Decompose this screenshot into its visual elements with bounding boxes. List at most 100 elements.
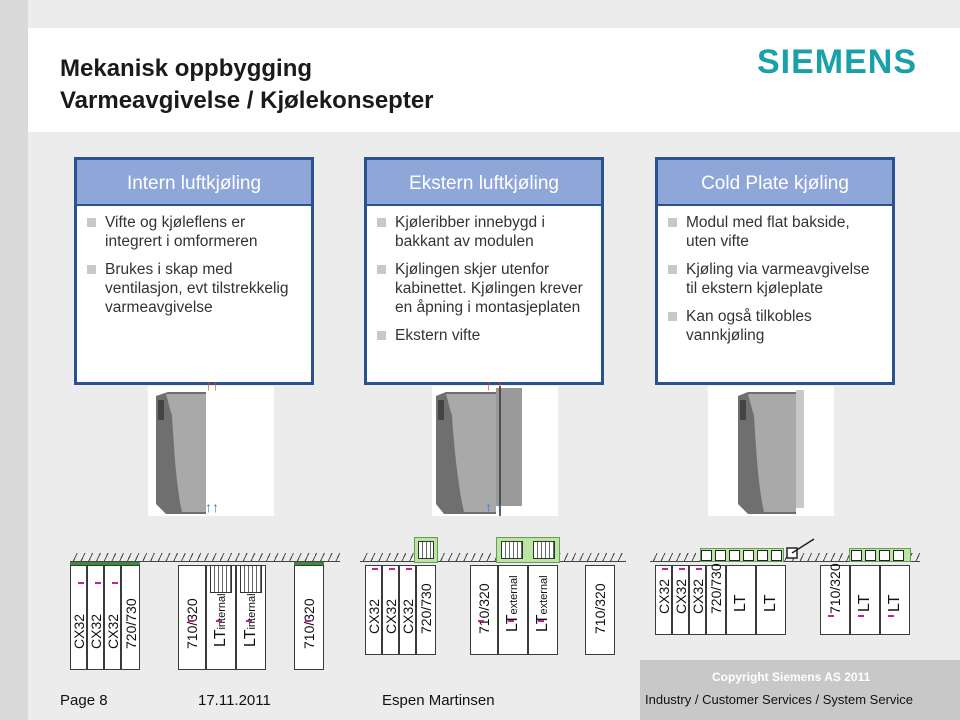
- module-720: 720/730: [121, 565, 140, 670]
- coupling-icon: [729, 550, 740, 561]
- valve-icon: [786, 538, 815, 559]
- bullet: Modul med flat bakside, uten vifte: [668, 213, 884, 251]
- module-label: CX32: [399, 598, 416, 634]
- module-label: LT: [886, 594, 903, 612]
- module-710: 710/320: [470, 565, 498, 655]
- left-sidebar: [0, 0, 28, 720]
- module-label: 710/320: [301, 598, 317, 649]
- module-label: LT: [762, 594, 779, 612]
- coupling-icon: [879, 550, 890, 561]
- connector-pin: [478, 620, 484, 622]
- page-number: Page 8: [60, 692, 108, 709]
- lt-sub: external: [538, 575, 550, 615]
- module-lt-external: LTexternal: [498, 565, 528, 655]
- heatsink-icon: [501, 541, 523, 559]
- module-label: 710/320: [476, 583, 492, 634]
- cooling-bar: [70, 562, 140, 565]
- module-710b: 710/320: [585, 565, 615, 655]
- connector-pin: [679, 568, 685, 570]
- lt-text: LT: [242, 629, 259, 647]
- module-photo-intern: [148, 386, 274, 516]
- module-720: 720/730: [416, 565, 436, 655]
- lt-text: LT: [504, 614, 521, 632]
- module-label: LT: [856, 594, 873, 612]
- connector-pin: [305, 620, 311, 622]
- mounting-plate: [360, 553, 626, 562]
- connector-pin: [538, 620, 544, 622]
- module-photo-coldplate: [708, 386, 834, 516]
- module-label: CX32: [672, 578, 689, 614]
- module-710b: 710/320: [294, 565, 324, 670]
- lt-text: LT: [534, 614, 551, 632]
- connector-pin: [696, 568, 702, 570]
- connector-pin: [508, 620, 514, 622]
- bullet: Vifte og kjøleflens er integrert i omfor…: [87, 213, 303, 251]
- module-cx32: CX32: [365, 565, 382, 655]
- coupling-icon: [865, 550, 876, 561]
- connector-pin: [406, 568, 412, 570]
- connector-pin: [78, 582, 84, 584]
- module-label: CX32: [365, 598, 382, 634]
- siemens-logo: SIEMENS: [757, 43, 918, 81]
- cooling-bar: [294, 562, 324, 565]
- connector-pin: [828, 615, 834, 617]
- coupling-icon: [743, 550, 754, 561]
- date: 17.11.2011: [198, 692, 271, 709]
- module-label: LT: [732, 594, 749, 612]
- lt-sub: internal: [246, 593, 258, 630]
- division: Industry / Customer Services / System Se…: [645, 692, 914, 707]
- author: Espen Martinsen: [382, 692, 495, 709]
- panel-title: Intern luftkjøling: [77, 160, 311, 206]
- panel-title: Ekstern luftkjøling: [367, 160, 601, 206]
- bullet: Kjøling via varmeavgivelse til ekstern k…: [668, 260, 884, 298]
- mounting-plate: [70, 553, 340, 562]
- module-lt: LT: [850, 565, 880, 635]
- module-label: 720/730: [708, 563, 724, 614]
- module-label: 710/320: [827, 563, 843, 614]
- module-label: LTexternal: [534, 575, 552, 632]
- panel-coldplate: Cold Plate kjøling Modul med flat baksid…: [655, 157, 895, 385]
- panel-intern: Intern luftkjøling Vifte og kjøleflens e…: [74, 157, 314, 385]
- heatsink-icon: [418, 541, 434, 559]
- module-drawing: [436, 386, 522, 516]
- module-label: CX32: [689, 578, 706, 614]
- module-cx32: CX32: [655, 565, 672, 635]
- module-cx32: CX32: [87, 565, 104, 670]
- module-lt: LT: [880, 565, 910, 635]
- connector-pin: [216, 620, 222, 622]
- lt-sub: internal: [216, 593, 228, 630]
- connector-pin: [95, 582, 101, 584]
- coupling-icon: [701, 550, 712, 561]
- heatsink-icon: [240, 565, 262, 593]
- module-cx32: CX32: [399, 565, 416, 655]
- mounting-plate: [650, 553, 920, 562]
- bullet: Ekstern vifte: [377, 326, 593, 345]
- module-label: 710/320: [592, 583, 608, 634]
- module-710: 710/320: [820, 563, 850, 635]
- lt-sub: external: [508, 575, 520, 615]
- footer-band: [640, 660, 960, 720]
- heatsink-icon: [210, 565, 232, 593]
- coupling-icon: [893, 550, 904, 561]
- connector-pin: [372, 568, 378, 570]
- module-cx32: CX32: [689, 565, 706, 635]
- hot-air-arrow-icon: ↑↑: [205, 377, 219, 393]
- bullet: Kjøleribber innebygd i bakkant av module…: [377, 213, 593, 251]
- cool-air-arrow-icon: ↑ ↑: [485, 499, 503, 515]
- module-label: 720/730: [418, 583, 434, 634]
- module-lt: LT: [726, 565, 756, 635]
- module-cx32: CX32: [104, 565, 121, 670]
- module-cx32: CX32: [70, 565, 87, 670]
- connector-pin: [858, 615, 864, 617]
- module-lt-external: LTexternal: [528, 565, 558, 655]
- connector-pin: [662, 568, 668, 570]
- module-cx32: CX32: [382, 565, 399, 655]
- coupling-icon: [715, 550, 726, 561]
- coupling-icon: [771, 550, 782, 561]
- panel-title: Cold Plate kjøling: [658, 160, 892, 206]
- cool-air-arrow-icon: ↑↑: [205, 499, 219, 515]
- module-cx32: CX32: [672, 565, 689, 635]
- module-label: CX32: [70, 613, 87, 649]
- module-photo-ekstern: [432, 386, 558, 516]
- module-720: 720/730: [706, 563, 726, 635]
